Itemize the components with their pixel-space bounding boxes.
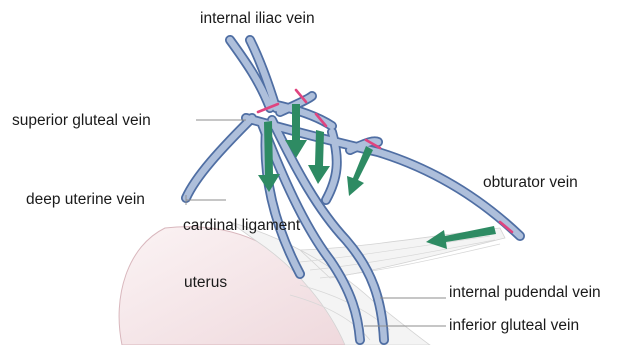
- label-internal-pudendal-vein: internal pudendal vein: [449, 285, 601, 301]
- label-cardinal-ligament: cardinal ligament: [183, 218, 300, 234]
- label-deep-uterine-vein: deep uterine vein: [26, 192, 145, 208]
- label-uterus: uterus: [184, 275, 227, 291]
- label-inferior-gluteal-vein: inferior gluteal vein: [449, 318, 579, 334]
- label-superior-gluteal-vein: superior gluteal vein: [12, 113, 151, 129]
- label-internal-iliac-vein: internal iliac vein: [200, 11, 315, 27]
- label-obturator-vein: obturator vein: [483, 175, 578, 191]
